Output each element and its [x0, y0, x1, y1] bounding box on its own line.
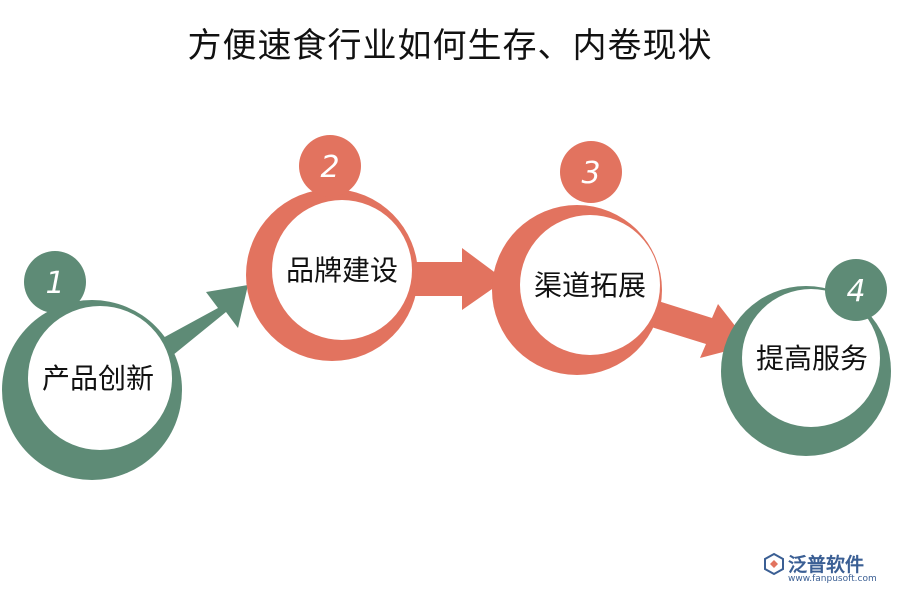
step-2-number: 2 — [320, 150, 339, 185]
arrow-3-to-4 — [648, 300, 750, 358]
step-1: 1 产品创新 — [2, 251, 182, 480]
brand-logo: 泛普软件 www.fanpusoft.com — [758, 550, 888, 592]
step-4-label: 提高服务 — [756, 342, 868, 375]
step-2-label: 品牌建设 — [286, 254, 398, 287]
step-2: 2 品牌建设 — [246, 135, 418, 361]
step-4: 4 提高服务 — [721, 259, 891, 456]
arrow-1-to-2 — [150, 285, 248, 364]
step-3-label: 渠道拓展 — [534, 269, 646, 302]
logo-icon — [764, 552, 784, 576]
step-3: 3 渠道拓展 — [492, 141, 662, 375]
step-1-label: 产品创新 — [42, 362, 154, 395]
logo-url: www.fanpusoft.com — [788, 574, 877, 584]
step-4-number: 4 — [846, 274, 865, 309]
step-1-number: 1 — [45, 266, 64, 301]
arrow-2-to-3 — [410, 248, 505, 310]
page-title: 方便速食行业如何生存、内卷现状 — [187, 26, 713, 66]
logo-name: 泛普软件 — [788, 554, 865, 576]
step-3-number: 3 — [581, 156, 600, 191]
